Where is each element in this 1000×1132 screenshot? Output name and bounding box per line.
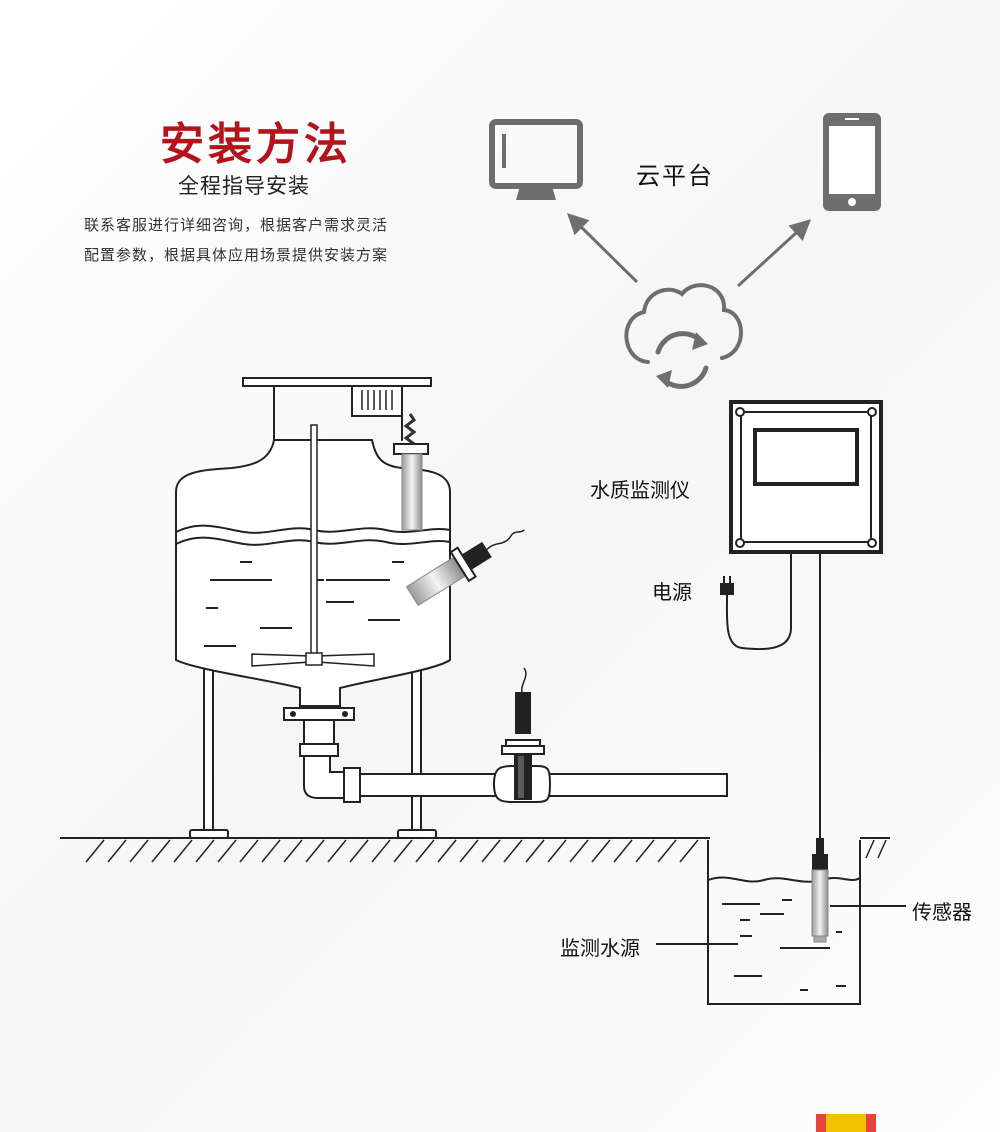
- water-quality-analyzer: [725, 400, 883, 841]
- badge-ribbon: [816, 1114, 876, 1132]
- arrow-to-monitor: [567, 213, 639, 284]
- page-title: 安装方法: [160, 119, 352, 170]
- ground-line: [60, 837, 890, 863]
- tank-side-sensor: [405, 529, 525, 607]
- submerged-sensor: [811, 838, 829, 943]
- water-source-pit: [707, 840, 861, 1005]
- tank-top-sensor: [393, 413, 429, 531]
- smartphone-icon: [823, 113, 881, 211]
- arrow-to-phone: [736, 219, 812, 288]
- description-line-1: 联系客服进行详细咨询，根据客户需求灵活: [84, 216, 389, 234]
- tank-top: [242, 377, 432, 441]
- desktop-monitor-icon: [489, 119, 583, 200]
- water-source-label: 监测水源: [560, 936, 640, 960]
- sensor-label: 传感器: [912, 900, 972, 924]
- power-plug-icon: [720, 576, 734, 602]
- outlet-pipe: [283, 707, 728, 803]
- pipe-sensor: [501, 667, 545, 800]
- cloud-platform-label: 云平台: [636, 162, 714, 190]
- description-line-2: 配置参数，根据具体应用场景提供安装方案: [84, 246, 389, 264]
- analyzer-label: 水质监测仪: [590, 478, 690, 502]
- power-label: 电源: [652, 580, 692, 604]
- page-subtitle: 全程指导安装: [178, 174, 310, 198]
- cloud-sync-icon: [624, 283, 743, 389]
